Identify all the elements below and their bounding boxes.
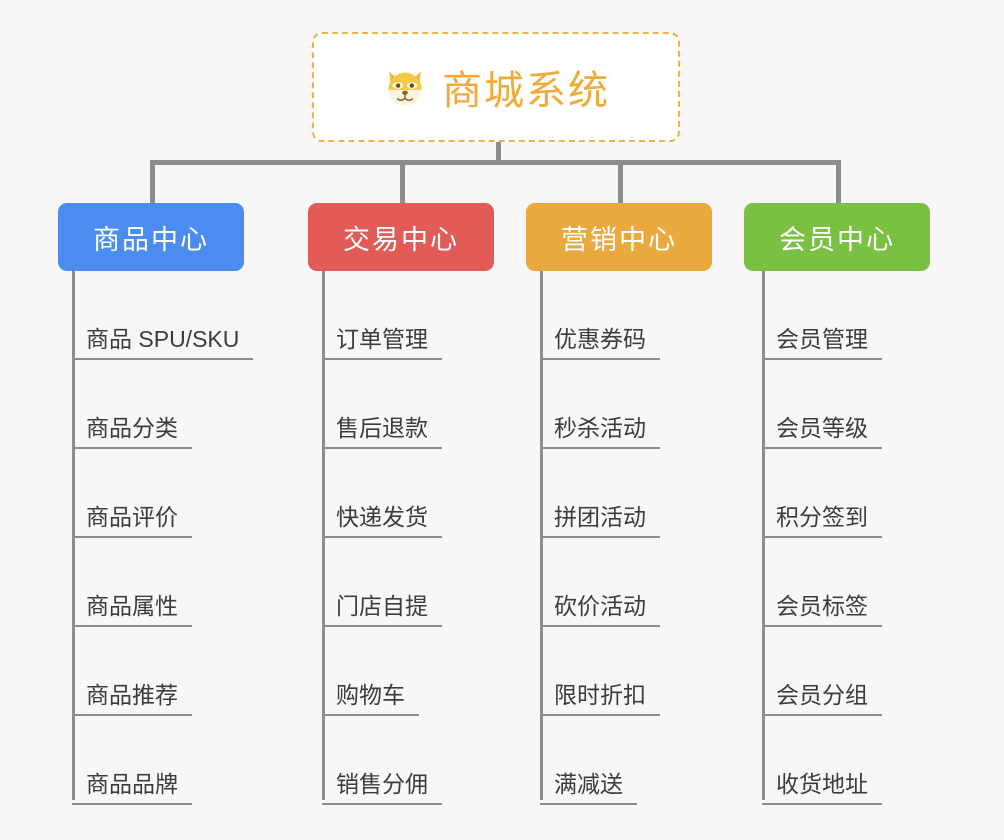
leaf-item: 商品品牌: [72, 716, 253, 805]
leaf-label[interactable]: 限时折扣: [540, 682, 660, 716]
leaf-list-2: 订单管理 售后退款 快递发货 门店自提 购物车 销售分佣: [322, 271, 442, 805]
leaf-item: 满减送: [540, 716, 660, 805]
leaf-item: 商品推荐: [72, 627, 253, 716]
leaf-label[interactable]: 收货地址: [762, 771, 882, 805]
leaf-label[interactable]: 会员分组: [762, 682, 882, 716]
leaf-label[interactable]: 购物车: [322, 682, 419, 716]
leaf-item: 优惠券码: [540, 271, 660, 360]
leaf-item: 会员管理: [762, 271, 882, 360]
leaf-label[interactable]: 商品属性: [72, 593, 192, 627]
connector-root-stem: [496, 142, 501, 163]
leaf-label[interactable]: 会员等级: [762, 415, 882, 449]
leaf-list-1: 商品 SPU/SKU 商品分类 商品评价 商品属性 商品推荐 商品品牌: [72, 271, 254, 805]
leaf-label[interactable]: 销售分佣: [322, 771, 442, 805]
connector-drop-1: [150, 160, 155, 203]
connector-horizontal-bus: [150, 160, 840, 165]
leaf-list-3: 优惠券码 秒杀活动 拼团活动 砍价活动 限时折扣 满减送: [540, 271, 660, 805]
connector-drop-2: [400, 160, 405, 203]
column-4: 会员中心: [744, 203, 930, 271]
leaf-item: 限时折扣: [540, 627, 660, 716]
leaf-label[interactable]: 快递发货: [322, 504, 442, 538]
column-3: 营销中心: [526, 203, 712, 271]
leaf-list-4: 会员管理 会员等级 积分签到 会员标签 会员分组 收货地址: [762, 271, 882, 805]
leaf-label[interactable]: 积分签到: [762, 504, 882, 538]
leaf-label[interactable]: 砍价活动: [540, 593, 660, 627]
connector-drop-3: [618, 160, 623, 203]
leaf-item: 会员等级: [762, 360, 882, 449]
root-node-title: 商城系统: [442, 69, 610, 113]
trunk-line-4: [762, 271, 765, 800]
leaf-item: 商品 SPU/SKU: [72, 271, 254, 360]
category-header-4[interactable]: 会员中心: [744, 203, 930, 271]
leaf-item: 商品属性: [72, 538, 253, 627]
leaf-item: 会员标签: [762, 538, 882, 627]
leaf-label[interactable]: 秒杀活动: [540, 415, 660, 449]
leaf-label[interactable]: 满减送: [540, 771, 637, 805]
category-header-1[interactable]: 商品中心: [58, 203, 244, 271]
leaf-item: 门店自提: [322, 538, 442, 627]
leaf-item: 收货地址: [762, 716, 882, 805]
leaf-label[interactable]: 会员管理: [762, 326, 882, 360]
leaf-item: 拼团活动: [540, 449, 660, 538]
shiba-inu-dog-face-icon: [382, 64, 428, 110]
leaf-label[interactable]: 商品品牌: [72, 771, 192, 805]
trunk-line-3: [540, 271, 543, 800]
leaf-label[interactable]: 门店自提: [322, 593, 442, 627]
connector-drop-4: [836, 160, 841, 203]
leaf-label[interactable]: 优惠券码: [540, 326, 660, 360]
leaf-item: 积分签到: [762, 449, 882, 538]
leaf-item: 销售分佣: [322, 716, 442, 805]
leaf-item: 秒杀活动: [540, 360, 660, 449]
leaf-item: 售后退款: [322, 360, 442, 449]
leaf-label[interactable]: 订单管理: [322, 326, 442, 360]
leaf-label[interactable]: 售后退款: [322, 415, 442, 449]
leaf-label[interactable]: 商品评价: [72, 504, 192, 538]
leaf-label[interactable]: 会员标签: [762, 593, 882, 627]
leaf-item: 订单管理: [322, 271, 442, 360]
leaf-item: 会员分组: [762, 627, 882, 716]
leaf-item: 砍价活动: [540, 538, 660, 627]
leaf-item: 快递发货: [322, 449, 442, 538]
column-2: 交易中心: [308, 203, 494, 271]
leaf-item: 商品分类: [72, 360, 253, 449]
leaf-label[interactable]: 拼团活动: [540, 504, 660, 538]
leaf-item: 购物车: [322, 627, 442, 716]
root-node-shop-system[interactable]: 商城系统: [312, 32, 680, 142]
column-1: 商品中心: [58, 203, 244, 271]
leaf-label[interactable]: 商品推荐: [72, 682, 192, 716]
leaf-label[interactable]: 商品 SPU/SKU: [72, 326, 254, 360]
category-header-3[interactable]: 营销中心: [526, 203, 712, 271]
trunk-line-1: [72, 271, 75, 800]
leaf-label[interactable]: 商品分类: [72, 415, 192, 449]
category-header-2[interactable]: 交易中心: [308, 203, 494, 271]
leaf-item: 商品评价: [72, 449, 253, 538]
trunk-line-2: [322, 271, 325, 800]
